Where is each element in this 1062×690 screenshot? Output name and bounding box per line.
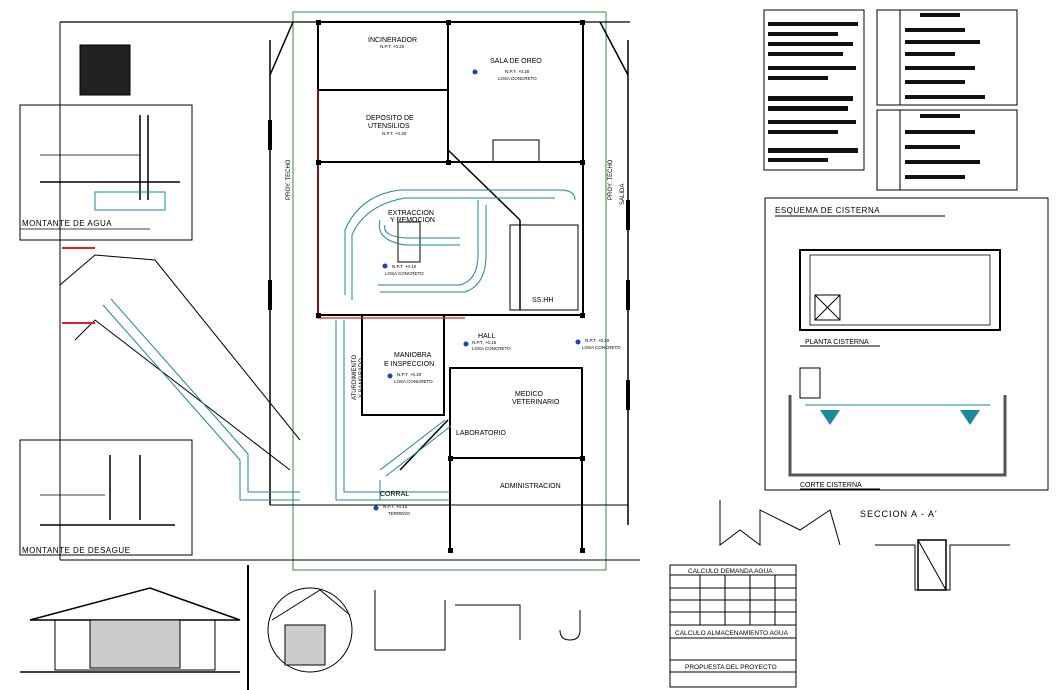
level-extraccion: N.P.T. +0.10 (392, 264, 417, 269)
notes-block (763, 9, 865, 171)
table-propuesta: PROPUESTA DEL PROYECTO (685, 664, 777, 671)
room-corral: CORRAL (380, 491, 409, 498)
finish-hall: LOSA CONCRETO (472, 346, 511, 351)
seccion-title: SECCION A - A' (860, 509, 938, 519)
finish-hall-right: LOSA CONCRETO (582, 345, 621, 350)
room-medico-2: VETERINARIO (512, 399, 560, 406)
finish-maniobra: LOSA CONCRETO (394, 379, 433, 384)
level-marker (472, 69, 478, 75)
montante-desague-title: MONTANTE DE DESAGUE (22, 546, 130, 555)
calculation-tables: CALCULO DEMANDA AGUA CALCULO ALMACENAMIE… (669, 564, 797, 688)
corte-cisterna-title: CORTE CISTERNA (800, 482, 862, 489)
water-pipe-network (102, 189, 576, 501)
level-marker (373, 505, 379, 511)
vertical-salida: SALIDA (620, 184, 626, 205)
esquema-cisterna-panel: ESQUEMA DE CISTERNA PLANTA CISTERNA CORT… (764, 197, 1049, 491)
room-deposito-1: DEPOSITO DE (366, 115, 414, 122)
level-deposito: N.P.T. +0.20 (382, 131, 407, 136)
level-sala-oreo: N.P.T. +0.20 (505, 69, 530, 74)
level-hall: N.P.T. +0.15 (472, 340, 497, 345)
room-labels: INCINERADOR N.P.T. +0.20 SALA DE OREO N.… (286, 37, 626, 516)
room-maniobra-2: E INSPECCION (384, 361, 434, 368)
room-administracion: ADMINISTRACION (500, 483, 561, 490)
room-maniobra-1: MANIOBRA (394, 352, 432, 359)
level-markers (373, 69, 581, 511)
room-extraccion-1: EXTRACCION (388, 210, 434, 217)
finish-corral: TERRENO (388, 511, 411, 516)
room-medico-1: MEDICO (515, 391, 544, 398)
vertical-proy-techo-right: PROY. TECHO (608, 159, 614, 200)
room-extraccion-2: Y REMOCION (390, 217, 435, 224)
level-marker (575, 339, 581, 345)
vertical-proy-techo-left: PROY. TECHO (286, 159, 292, 200)
bottom-elevation-details (20, 565, 581, 690)
finish-sala-oreo: LOSA CONCRETO (498, 76, 537, 81)
level-marker (387, 373, 393, 379)
vertical-aturdimiento-2: Y SANGRADO (359, 358, 365, 398)
montante-desague-detail: MONTANTE DE DESAGUE (19, 439, 193, 556)
seccion-detail: SECCION A - A' (719, 500, 1010, 591)
finish-extraccion: LOSA CONCRETO (385, 271, 424, 276)
level-marker (382, 263, 388, 269)
planta-cisterna-title: PLANTA CISTERNA (805, 339, 869, 346)
level-maniobra: N.P.T. +0.20 (397, 372, 422, 377)
main-floor-plan (59, 11, 640, 571)
table-calculo-almacenamiento: CALCULO ALMACENAMIENTO AGUA (675, 630, 789, 637)
room-laboratorio: LABORATORIO (456, 430, 506, 437)
room-incinerador: INCINERADOR (368, 37, 417, 44)
montante-agua-detail: MONTANTE DE AGUA (19, 44, 193, 241)
level-incinerador: N.P.T. +0.20 (380, 44, 405, 49)
montante-agua-title: MONTANTE DE AGUA (22, 219, 112, 228)
level-hall-right: N.P.T. +0.10 (585, 338, 610, 343)
room-hall: HALL (478, 333, 496, 340)
table-calculo-demanda: CALCULO DEMANDA AGUA (688, 568, 773, 575)
legend-table (876, 9, 1018, 191)
room-ss: SS.HH (532, 297, 553, 304)
level-marker (463, 341, 469, 347)
vertical-aturdimiento-1: ATURDIMIENTO (352, 355, 358, 400)
room-deposito-2: UTENSILIOS (368, 123, 410, 130)
room-sala-oreo: SALA DE OREO (490, 58, 542, 65)
level-corral: N.P.T. +0.15 (383, 504, 408, 509)
esquema-cisterna-title: ESQUEMA DE CISTERNA (775, 206, 880, 215)
